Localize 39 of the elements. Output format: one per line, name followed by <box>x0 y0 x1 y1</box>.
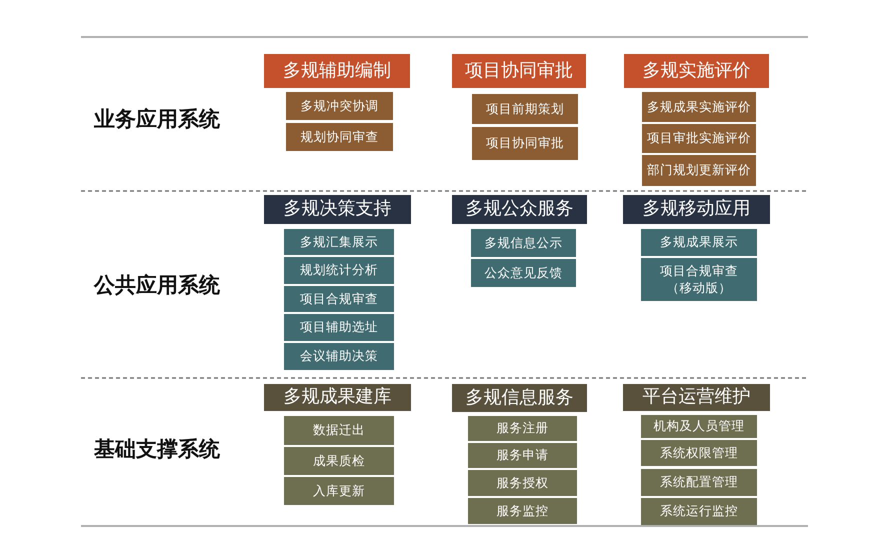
function-item: 多规冲突协调 <box>286 92 393 120</box>
layer-label: 公共应用系统 <box>94 273 220 298</box>
function-item: 服务申请 <box>468 443 577 468</box>
module-header: 多规决策支持 <box>264 195 411 224</box>
module-header: 多规信息服务 <box>452 384 587 412</box>
function-item: 系统配置管理 <box>641 469 757 496</box>
function-item: 规划统计分析 <box>284 257 394 284</box>
module-header: 项目协同审批 <box>452 54 586 88</box>
function-item: 多规信息公示 <box>471 229 576 257</box>
function-item: 系统权限管理 <box>641 440 757 466</box>
function-item: 服务监控 <box>468 498 577 524</box>
function-item: 多规汇集展示 <box>284 229 394 255</box>
function-item: 项目辅助选址 <box>284 314 394 341</box>
function-item: 规划协同审查 <box>286 123 393 151</box>
function-item: 成果质检 <box>284 447 394 475</box>
function-item: 机构及人员管理 <box>641 415 757 438</box>
layer-label: 基础支撑系统 <box>94 437 220 462</box>
layer-label: 业务应用系统 <box>94 107 220 132</box>
function-item: 公众意见反馈 <box>471 259 576 287</box>
module-header: 平台运营维护 <box>623 384 770 411</box>
module-header: 多规移动应用 <box>623 195 770 224</box>
module-header: 多规辅助编制 <box>264 54 410 88</box>
function-item: 项目协同审批 <box>472 127 578 160</box>
function-item: 入库更新 <box>284 477 394 505</box>
module-header: 多规实施评价 <box>624 54 769 88</box>
function-item: 会议辅助决策 <box>284 343 394 370</box>
function-item: 项目前期策划 <box>472 94 578 124</box>
module-header: 多规成果建库 <box>264 384 411 411</box>
function-item: 项目合规审查 <box>284 286 394 312</box>
function-item: 部门规划更新评价 <box>642 155 756 186</box>
function-item: 服务授权 <box>468 470 577 496</box>
function-item: 项目合规审查（移动版） <box>641 258 757 301</box>
function-item: 多规成果展示 <box>641 229 757 256</box>
module-header: 多规公众服务 <box>452 195 587 224</box>
function-item: 项目审批实施评价 <box>642 124 756 153</box>
function-item: 服务注册 <box>468 416 577 441</box>
function-item: 系统运行监控 <box>641 498 757 525</box>
function-item: 数据迁出 <box>284 416 394 445</box>
function-item: 多规成果实施评价 <box>642 92 756 122</box>
